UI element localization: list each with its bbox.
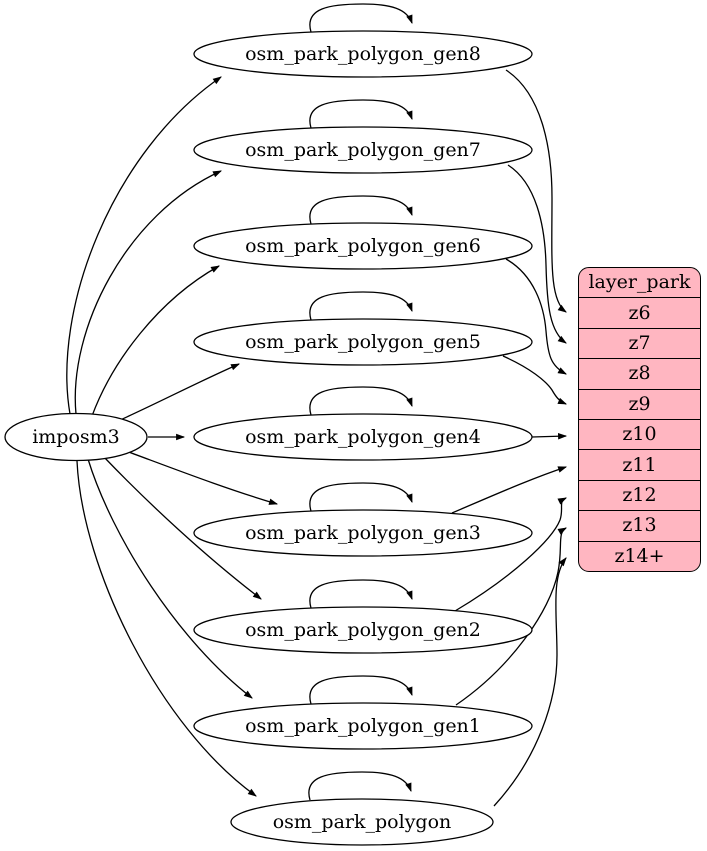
layer-row-z10: z10: [579, 419, 700, 449]
edge-imposm3-to-polygon: [76, 460, 257, 797]
self-loop-polygon: [308, 771, 412, 801]
node-osm-park-polygon-gen5: osm_park_polygon_gen5: [193, 318, 533, 366]
gen7-ellipse: [193, 126, 533, 174]
edges-from-source: [66, 76, 279, 797]
edge-imposm3-to-gen7: [74, 170, 222, 415]
node-osm-park-polygon-gen6: osm_park_polygon_gen6: [193, 222, 533, 270]
self-loop-gen3: [309, 482, 413, 512]
layer-row-z14: z14+: [579, 540, 700, 571]
edge-gen7-to-z7: [507, 164, 567, 344]
polygon-ellipse: [230, 798, 494, 846]
edge-polygon-to-z14: [493, 557, 567, 807]
node-imposm3: imposm3: [4, 412, 148, 462]
edge-gen3-to-z11: [451, 466, 568, 514]
edge-gen4-to-z10: [531, 432, 568, 440]
node-osm-park-polygon-gen8: osm_park_polygon_gen8: [193, 30, 533, 78]
layer-row-z12: z12: [579, 479, 700, 510]
node-osm-park-polygon-gen7: osm_park_polygon_gen7: [193, 126, 533, 174]
edge-gen6-to-z8: [505, 258, 567, 375]
gen5-label: osm_park_polygon_gen5: [245, 331, 481, 353]
gen4-ellipse: [193, 413, 533, 461]
edges-to-layer-rows: [451, 69, 568, 807]
edge-imposm3-to-gen2: [102, 455, 262, 600]
self-loop-gen8: [309, 3, 413, 33]
self-loops: [308, 3, 413, 801]
gen6-ellipse: [193, 222, 533, 270]
gen8-label: osm_park_polygon_gen8: [245, 43, 481, 65]
gen1-ellipse: [193, 702, 533, 750]
edge-gen5-to-z9: [502, 355, 567, 405]
gen3-label: osm_park_polygon_gen3: [245, 522, 481, 544]
edge-imposm3-to-gen5: [117, 363, 240, 422]
layer-park-header: layer_park: [588, 271, 691, 294]
layer-row-z7: z7: [579, 327, 700, 358]
gen4-label: osm_park_polygon_gen4: [245, 426, 481, 448]
polygon-label: osm_park_polygon: [273, 811, 452, 833]
edge-imposm3-to-gen1: [87, 458, 253, 699]
gen7-label: osm_park_polygon_gen7: [245, 139, 481, 161]
gen1-label: osm_park_polygon_gen1: [245, 715, 481, 737]
self-loop-gen7: [309, 99, 413, 129]
node-osm-park-polygon-gen3: osm_park_polygon_gen3: [193, 509, 533, 557]
layer-row-z13: z13: [579, 510, 700, 540]
layer-row-z8: z8: [579, 358, 700, 388]
gen3-ellipse: [193, 509, 533, 557]
node-osm-park-polygon: osm_park_polygon: [230, 798, 494, 846]
imposm3-label: imposm3: [32, 426, 120, 448]
self-loop-gen6: [309, 195, 413, 225]
gen8-ellipse: [193, 30, 533, 78]
gen2-label: osm_park_polygon_gen2: [245, 619, 481, 641]
gen2-ellipse: [193, 606, 533, 654]
edge-gen8-to-z6: [505, 69, 567, 313]
layer-park-table: layer_park z6 z7 z8 z9 z10 z11 z12 z13 z…: [578, 267, 701, 572]
self-loop-gen2: [309, 579, 413, 609]
edge-gen1-to-z13: [455, 527, 567, 706]
node-osm-park-polygon-gen1: osm_park_polygon_gen1: [193, 702, 533, 750]
node-osm-park-polygon-gen2: osm_park_polygon_gen2: [193, 606, 533, 654]
node-osm-park-polygon-gen4: osm_park_polygon_gen4: [193, 413, 533, 461]
layer-row-z11: z11: [579, 449, 700, 479]
edge-imposm3-to-gen3: [125, 450, 279, 505]
imposm3-ellipse: [4, 412, 148, 462]
self-loop-gen1: [309, 675, 413, 705]
layer-row-z6: z6: [579, 297, 700, 327]
edge-gen2-to-z12: [454, 497, 567, 612]
self-loop-gen5: [309, 291, 413, 321]
gen5-ellipse: [193, 318, 533, 366]
gen6-label: osm_park_polygon_gen6: [245, 235, 481, 257]
layer-row-z9: z9: [579, 388, 700, 419]
edge-imposm3-to-gen6: [91, 265, 220, 417]
self-loop-gen4: [309, 386, 413, 416]
edge-imposm3-to-gen8: [66, 76, 222, 415]
